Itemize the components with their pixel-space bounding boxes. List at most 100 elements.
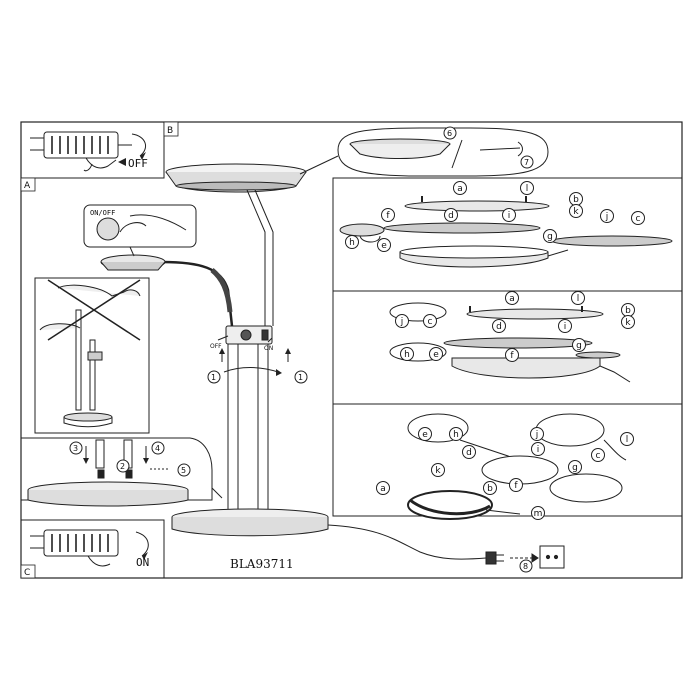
letter-label: l: [526, 184, 529, 194]
letter-label: h: [453, 430, 459, 440]
rotate-arrow-icon: [135, 531, 149, 557]
wall-socket-strip-icon: [30, 529, 119, 567]
letter-label: c: [428, 317, 433, 327]
letter-callout-j: j: [600, 209, 614, 223]
letter-callout-h: h: [400, 347, 414, 361]
letter-label: c: [596, 451, 601, 461]
callout-1-right: 1: [285, 348, 308, 384]
switch-label-on-off: ON/OFF: [90, 209, 115, 217]
letter-callout-c: c: [591, 448, 605, 462]
letter-callout-b: b: [621, 303, 635, 317]
letter-label: j: [535, 430, 539, 440]
letter-label: h: [404, 350, 410, 360]
letter-callout-g: g: [543, 229, 557, 243]
reading-lamp-switch-zoom: ON/OFF: [83, 204, 197, 257]
letter-callout-g: g: [572, 338, 586, 352]
letter-label: e: [422, 430, 428, 440]
svg-text:8: 8: [523, 562, 528, 571]
panel-base-assembly: 3 4 2 5: [21, 437, 223, 507]
letter-label: j: [605, 212, 609, 222]
mains-plug-icon: [485, 551, 497, 565]
detail-1-parts: [339, 196, 673, 268]
letter-callout-f: f: [381, 208, 395, 222]
letter-label: d: [466, 448, 472, 458]
letter-callout-c: c: [631, 211, 645, 225]
dimmer-annotations: OFF ON: [210, 335, 273, 352]
letter-callout-j: j: [530, 427, 544, 441]
letter-label: i: [537, 445, 540, 455]
dimmer-knob-icon: [240, 329, 252, 341]
letter-label: g: [572, 463, 578, 473]
letter-callout-c: c: [423, 314, 437, 328]
letter-label: a: [509, 294, 515, 304]
letter-label: b: [487, 484, 493, 494]
detail-2-parts: [389, 302, 631, 383]
svg-text:1: 1: [211, 373, 216, 382]
letter-label: a: [457, 184, 463, 194]
switch-label-off-small: OFF: [128, 157, 148, 170]
svg-text:4: 4: [155, 444, 160, 453]
callout-5: 5: [177, 463, 191, 477]
model-code: BLA93711: [230, 557, 294, 571]
detail-panels: [332, 177, 683, 517]
panel-plug-off: B OFF: [20, 121, 179, 179]
letter-callout-e: e: [377, 238, 391, 252]
callout-2: 2: [116, 459, 130, 473]
svg-text:2: 2: [120, 462, 125, 471]
switch-label-on-small: ON: [136, 556, 149, 569]
letter-label: h: [349, 238, 355, 248]
letter-callout-l: l: [571, 291, 585, 305]
letter-label: f: [386, 211, 390, 221]
letter-label: i: [564, 322, 567, 332]
letter-callout-m: m: [531, 506, 545, 520]
letter-label: l: [577, 294, 580, 304]
crossed-out-icon: [47, 279, 141, 341]
letter-callout-e: e: [429, 347, 443, 361]
letter-callout-b: b: [483, 481, 497, 495]
callout-3: 3: [69, 441, 89, 464]
letter-callout-g: g: [568, 460, 582, 474]
svg-text:5: 5: [181, 466, 186, 475]
letter-callout-d: d: [492, 319, 506, 333]
letter-callout-a: a: [453, 181, 467, 195]
letter-callout-f: f: [509, 478, 523, 492]
letter-callout-k: k: [621, 315, 635, 329]
letter-callout-k: k: [569, 204, 583, 218]
panel-incorrect-use: [34, 277, 150, 434]
letter-label: f: [514, 481, 518, 491]
letter-callout-l: l: [520, 181, 534, 195]
letter-label: f: [510, 351, 514, 361]
panel-marker-b: B: [167, 126, 173, 136]
letter-label: e: [381, 241, 387, 251]
letter-callout-d: d: [462, 445, 476, 459]
detail-panel-top: [332, 177, 683, 292]
letter-label: b: [573, 195, 579, 205]
hand-unplug-icon: [83, 157, 117, 172]
svg-text:6: 6: [447, 129, 452, 138]
letter-label: l: [626, 435, 629, 445]
svg-text:1: 1: [298, 373, 303, 382]
letter-label: g: [547, 232, 553, 242]
letter-label: g: [576, 341, 582, 351]
letter-callout-f: f: [505, 348, 519, 362]
letter-callout-e: e: [418, 427, 432, 441]
detail-panel-bottom: [332, 403, 683, 517]
letter-label: i: [508, 211, 511, 221]
switch-label-on-main: ON: [264, 345, 273, 352]
wall-socket-icon: [539, 545, 565, 569]
letter-callout-l: l: [620, 432, 634, 446]
wall-socket-strip-icon: [30, 131, 132, 159]
letter-callout-k: k: [431, 463, 445, 477]
panel-marker-c: C: [24, 568, 30, 578]
letter-label: e: [433, 350, 439, 360]
finger-press-icon: [119, 222, 147, 233]
letter-label: k: [573, 207, 579, 217]
rotation-arrows-icon: [223, 367, 279, 373]
callout-7: 7: [520, 155, 534, 169]
svg-text:3: 3: [73, 444, 78, 453]
shade-detail-bubble: 6 7: [299, 126, 549, 177]
letter-label: k: [625, 318, 631, 328]
callout-6: 6: [443, 126, 457, 140]
floor-lamp-drawing: [165, 163, 565, 569]
letter-callout-d: d: [444, 208, 458, 222]
